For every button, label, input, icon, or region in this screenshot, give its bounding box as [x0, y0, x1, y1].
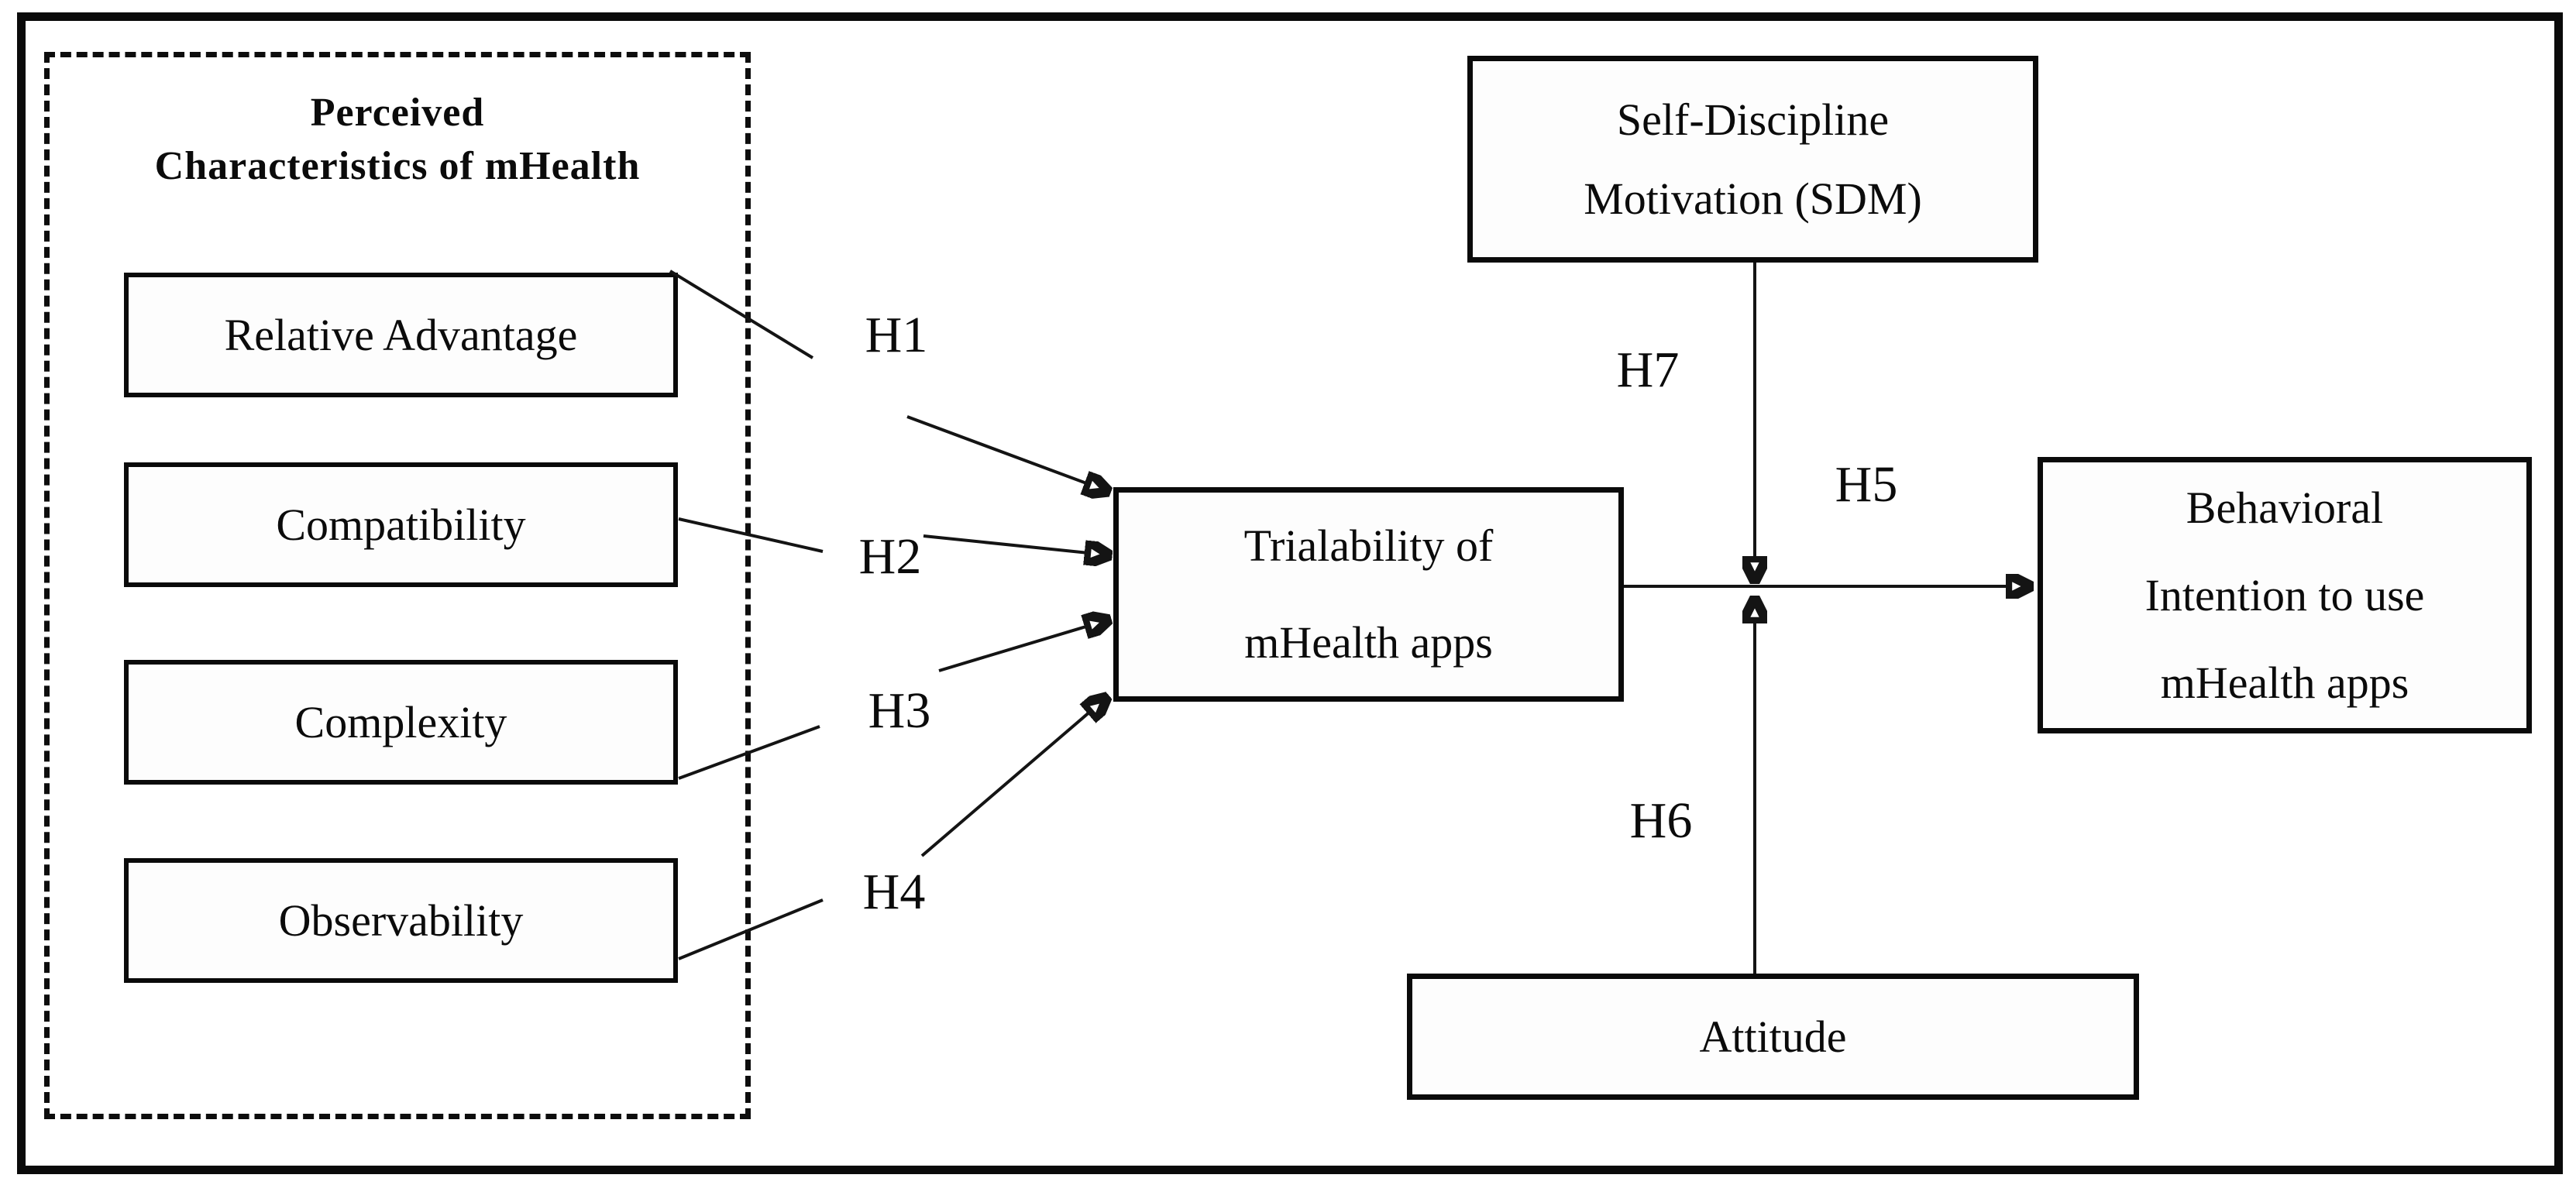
compatibility-box: Compatibility — [124, 462, 678, 587]
complexity-label: Complexity — [294, 697, 507, 747]
perceived-characteristics-group-box — [44, 52, 751, 1119]
behavioral-intention-label-line3: mHealth apps — [2160, 658, 2409, 709]
compatibility-label: Compatibility — [276, 500, 526, 550]
observability-box: Observability — [124, 858, 678, 983]
hypothesis-label-h1: H1 — [865, 307, 928, 363]
hypothesis-label-h3: H3 — [868, 682, 931, 739]
trialability-label-line2: mHealth apps — [1244, 617, 1493, 668]
sdm-label-line1: Self-Discipline — [1616, 94, 1890, 145]
hypothesis-label-h6: H6 — [1629, 792, 1693, 849]
hypothesis-label-h4: H4 — [862, 864, 926, 920]
behavioral-intention-box: Behavioral Intention to use mHealth apps — [2038, 457, 2532, 733]
self-discipline-motivation-box: Self-Discipline Motivation (SDM) — [1467, 56, 2038, 263]
hypothesis-label-h2: H2 — [858, 528, 922, 585]
hypothesis-label-h5: H5 — [1835, 456, 1898, 513]
attitude-label: Attitude — [1699, 1012, 1847, 1062]
complexity-box: Complexity — [124, 660, 678, 785]
relative-advantage-label: Relative Advantage — [224, 310, 578, 360]
hypothesis-label-h7: H7 — [1616, 342, 1680, 398]
observability-label: Observability — [278, 895, 524, 946]
group-title: Perceived Characteristics of mHealth — [44, 87, 751, 193]
trialability-label-line1: Trialability of — [1243, 520, 1494, 571]
behavioral-intention-label-line1: Behavioral — [2186, 482, 2384, 533]
group-title-line1: Perceived — [310, 91, 485, 135]
behavioral-intention-label-line2: Intention to use — [2144, 569, 2425, 620]
trialability-box: Trialability of mHealth apps — [1113, 487, 1624, 702]
group-title-line2: Characteristics of mHealth — [154, 143, 641, 188]
relative-advantage-box: Relative Advantage — [124, 273, 678, 397]
attitude-box: Attitude — [1407, 974, 2139, 1100]
sdm-label-line2: Motivation (SDM) — [1584, 173, 1922, 224]
figure-outer-border — [17, 12, 2563, 1174]
